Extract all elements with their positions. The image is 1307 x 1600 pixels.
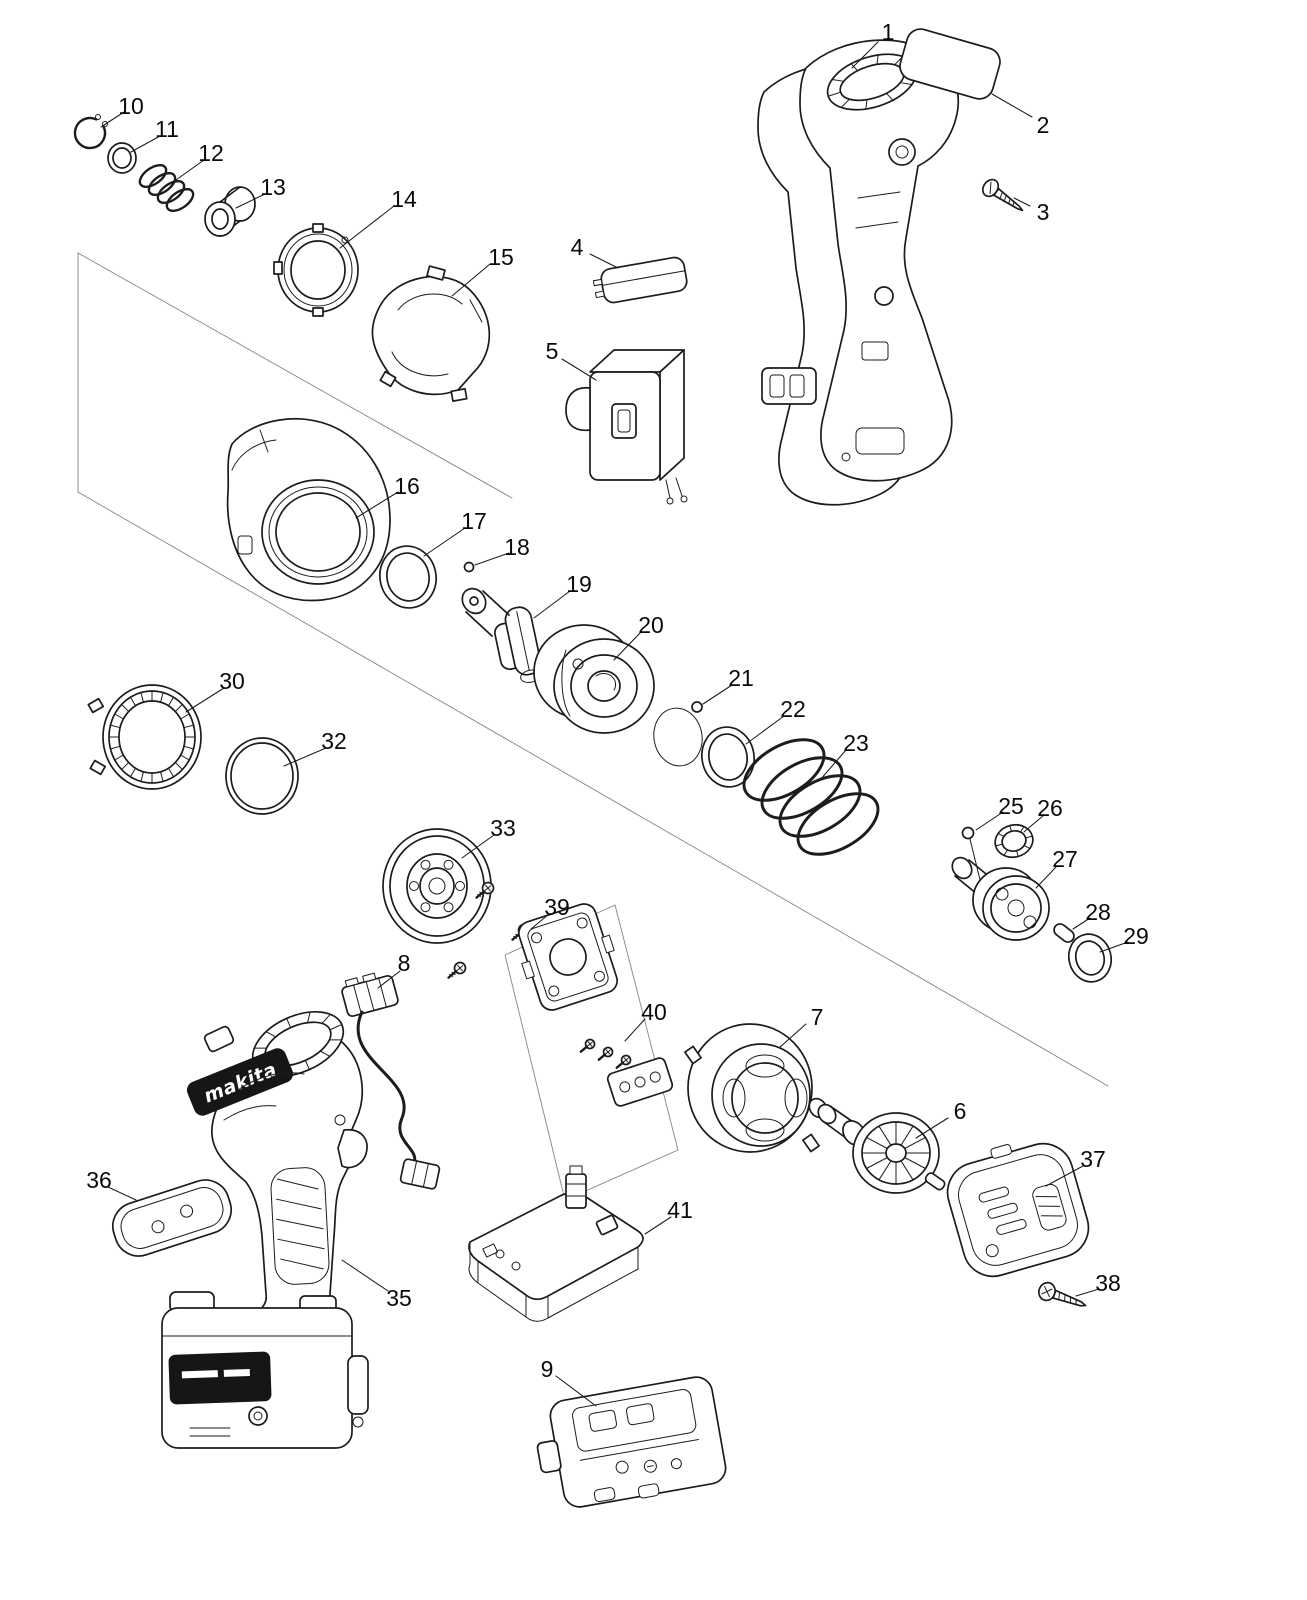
part-5-switch	[565, 349, 688, 505]
part-17-washer-large	[379, 545, 437, 609]
leader-lines	[100, 41, 1129, 1407]
part-39-insulation-plate	[518, 903, 618, 1011]
part-label-3: 3	[1037, 199, 1050, 225]
part-26-pinion-gear	[994, 823, 1034, 859]
part-3-screw	[981, 178, 1024, 212]
battery-pack	[161, 1291, 369, 1449]
part-38-screw	[1037, 1281, 1087, 1307]
part-36-grip-pad	[111, 1179, 233, 1257]
part-41-controller-module	[468, 1165, 644, 1322]
part-19-anvil	[461, 587, 542, 683]
part-22-washer	[701, 726, 755, 788]
part-label-19: 19	[566, 571, 592, 597]
part-label-36: 36	[86, 1167, 112, 1193]
part-33-bearing-retainer	[382, 828, 492, 944]
part-1-motor-housing-set	[757, 39, 960, 506]
part-label-7: 7	[811, 1004, 824, 1030]
part-label-5: 5	[546, 338, 559, 364]
part-label-1: 1	[882, 19, 895, 45]
part-label-28: 28	[1085, 899, 1111, 925]
part-2-nameplate	[899, 28, 1001, 100]
screw-small-a	[475, 881, 495, 899]
part-label-13: 13	[260, 174, 286, 200]
part-37-rear-cover	[946, 1142, 1090, 1278]
part-label-26: 26	[1037, 795, 1063, 821]
part-16-hammer-case	[226, 417, 391, 602]
part-label-35: 35	[386, 1285, 412, 1311]
part-4-lock-button	[592, 256, 688, 304]
part-label-20: 20	[638, 612, 664, 638]
part-23-compression-spring	[742, 738, 880, 856]
part-label-40: 40	[641, 999, 667, 1025]
part-label-23: 23	[843, 730, 869, 756]
part-11-ring	[107, 142, 137, 174]
part-label-25: 25	[998, 793, 1024, 819]
part-label-33: 33	[490, 815, 516, 841]
part-9-hook-base-plate	[536, 1376, 727, 1508]
part-10-stop-ring	[73, 114, 108, 150]
part-label-15: 15	[488, 244, 514, 270]
part-label-27: 27	[1052, 846, 1078, 872]
part-label-29: 29	[1123, 923, 1149, 949]
part-label-12: 12	[198, 140, 224, 166]
part-40-terminal-screws-block	[579, 1038, 674, 1107]
part-14-retaining-ring	[273, 223, 359, 317]
screw-small-b	[447, 961, 467, 979]
part-label-17: 17	[461, 508, 487, 534]
part-29-washer	[1067, 933, 1113, 983]
part-label-38: 38	[1095, 1270, 1121, 1296]
part-21-steel-ball	[653, 701, 703, 767]
part-labels: 1 2 3 4 5 6 7 8 9 10 11 12 13 14 15 16 1…	[86, 19, 1149, 1382]
part-8-lead-wire-connector	[341, 972, 441, 1190]
part-20-hammer	[533, 624, 655, 734]
part-label-41: 41	[667, 1197, 693, 1223]
part-32-o-ring	[225, 737, 299, 815]
part-label-10: 10	[118, 93, 144, 119]
part-label-4: 4	[571, 234, 584, 260]
part-7-stator	[684, 1023, 820, 1153]
part-label-22: 22	[780, 696, 806, 722]
part-28-pin	[1053, 923, 1075, 943]
part-35-motor-housing-half: makita	[161, 1010, 369, 1449]
part-12-spring-small	[138, 163, 195, 213]
part-6-rotor-armature	[808, 1097, 946, 1194]
part-label-32: 32	[321, 728, 347, 754]
part-18-steel-ball-small	[463, 561, 475, 573]
part-label-14: 14	[391, 186, 417, 212]
part-label-16: 16	[394, 473, 420, 499]
part-label-2: 2	[1037, 112, 1050, 138]
part-label-11: 11	[155, 116, 179, 142]
part-label-8: 8	[398, 950, 411, 976]
part-13-sleeve	[204, 186, 256, 237]
part-30-ring-gear	[87, 684, 202, 790]
part-label-9: 9	[541, 1356, 554, 1382]
part-label-21: 21	[728, 665, 754, 691]
part-label-39: 39	[544, 894, 570, 920]
part-27-spindle	[951, 856, 1050, 941]
part-label-37: 37	[1080, 1146, 1106, 1172]
part-label-18: 18	[504, 534, 530, 560]
part-label-30: 30	[219, 668, 245, 694]
part-label-6: 6	[954, 1098, 967, 1124]
part-15-hammer-case-cover	[371, 265, 491, 402]
